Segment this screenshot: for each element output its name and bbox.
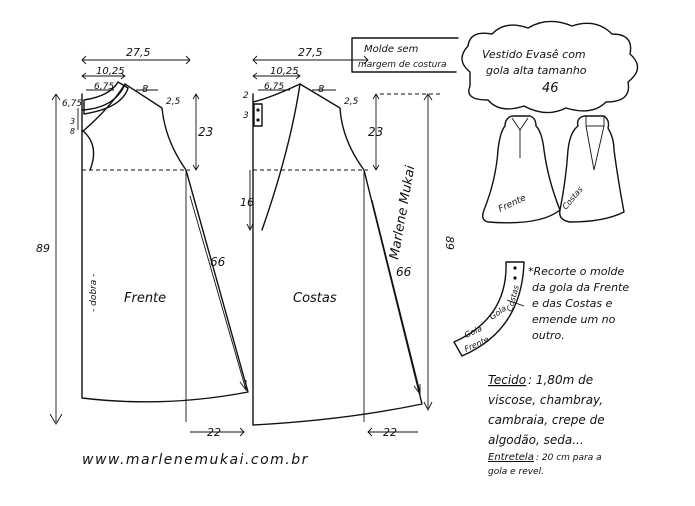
front-collar-offset-label: 8 xyxy=(142,84,148,95)
fabric-amount: : 1,80m de xyxy=(528,373,593,387)
front-pattern-piece xyxy=(81,81,249,422)
note-line-2: margem de costura xyxy=(358,60,447,70)
interfacing-line-2: gola e revel. xyxy=(488,467,544,477)
instruction-line-3: e das Costas e xyxy=(532,297,613,310)
back-outline xyxy=(252,83,423,426)
front-small-a-label: 3 xyxy=(70,117,75,126)
back-dress-sketch: Costas xyxy=(559,115,625,223)
fabric-line-3: cambraia, crepe de xyxy=(488,413,605,427)
back-collar-tab xyxy=(253,103,263,127)
front-fold-label: - dobra - xyxy=(89,274,99,312)
back-piece-label: Costas xyxy=(293,291,337,306)
front-width-label: 27,5 xyxy=(126,46,151,59)
back-armhole-depth-label: 23 xyxy=(368,125,383,139)
collar-pattern-piece: Costas Gola Gola Frente xyxy=(453,261,525,357)
front-length-label: 89 xyxy=(36,242,50,255)
back-opening-curve xyxy=(261,83,301,231)
back-side-seam-label: 66 xyxy=(396,265,412,279)
title-line-1: Vestido Evasê com xyxy=(482,48,586,61)
fabric-info: Tecido : 1,80m de viscose, chambray, cam… xyxy=(488,373,605,477)
title-size: 46 xyxy=(542,81,559,96)
fabric-line-2: viscose, chambray, xyxy=(488,393,603,407)
fabric-label: Tecido xyxy=(488,373,526,387)
back-width-label: 27,5 xyxy=(298,46,323,59)
front-collar-stand xyxy=(83,81,129,115)
front-piece-label: Frente xyxy=(124,291,166,306)
back-collar-offset-label: 8 xyxy=(318,84,324,95)
instruction-line-2: da gola da Frente xyxy=(532,281,629,294)
back-shoulder-drop-label: 2,5 xyxy=(344,97,359,107)
back-neck-drop-label: 2 xyxy=(243,91,249,101)
back-pattern-piece xyxy=(252,83,423,426)
front-outline xyxy=(81,83,249,403)
back-opening-label: 16 xyxy=(240,196,254,209)
front-neck-curve xyxy=(81,83,126,111)
back-length-label: 89 xyxy=(443,236,456,250)
front-armhole xyxy=(81,129,95,171)
back-small-label: 3 xyxy=(243,111,249,121)
front-side-seam-label: 66 xyxy=(210,255,226,269)
note-line-1: Molde sem xyxy=(364,44,419,55)
front-armhole-depth-label: 23 xyxy=(198,125,213,139)
back-shoulder-label: 6,75 xyxy=(264,82,284,92)
front-dress-sketch: Frente xyxy=(481,115,561,224)
back-tab-dot-1 xyxy=(256,108,260,112)
interfacing-amount: : 20 cm para a xyxy=(536,453,602,463)
instruction-line-1: *Recorte o molde xyxy=(528,265,624,278)
instruction-line-5: outro. xyxy=(532,329,565,342)
title-cloud: Vestido Evasê com gola alta tamanho 46 xyxy=(461,20,639,114)
back-tab-dot-2 xyxy=(256,118,260,122)
collar-instructions: *Recorte o molde da gola da Frente e das… xyxy=(528,265,629,342)
collar-back-gola-label: Gola xyxy=(488,304,508,322)
back-hem-label: 22 xyxy=(383,426,397,439)
front-hem-label: 22 xyxy=(207,426,221,439)
front-neck-label: 10,25 xyxy=(96,66,125,77)
designer-signature: Marlene Mukai xyxy=(387,164,418,261)
website-url: www.marlenemukai.com.br xyxy=(82,452,309,468)
interfacing-label: Entretela xyxy=(488,452,534,463)
instruction-line-4: emende um no xyxy=(532,313,616,326)
front-dimension-lines xyxy=(49,55,247,437)
fabric-line-4: algodão, seda... xyxy=(488,433,584,447)
front-shoulder-label: 6,75 xyxy=(94,82,114,92)
front-small-b-label: 8 xyxy=(70,127,75,136)
back-dimension-lines xyxy=(246,55,440,437)
note-box: Molde sem margem de costura xyxy=(351,37,459,73)
back-neck-label: 10,25 xyxy=(270,66,299,77)
sketch-front-label: Frente xyxy=(497,193,528,215)
title-line-2: gola alta tamanho xyxy=(486,64,587,77)
front-neck-drop-label: 6,75 xyxy=(62,99,82,109)
front-shoulder-drop-label: 2,5 xyxy=(166,97,181,107)
